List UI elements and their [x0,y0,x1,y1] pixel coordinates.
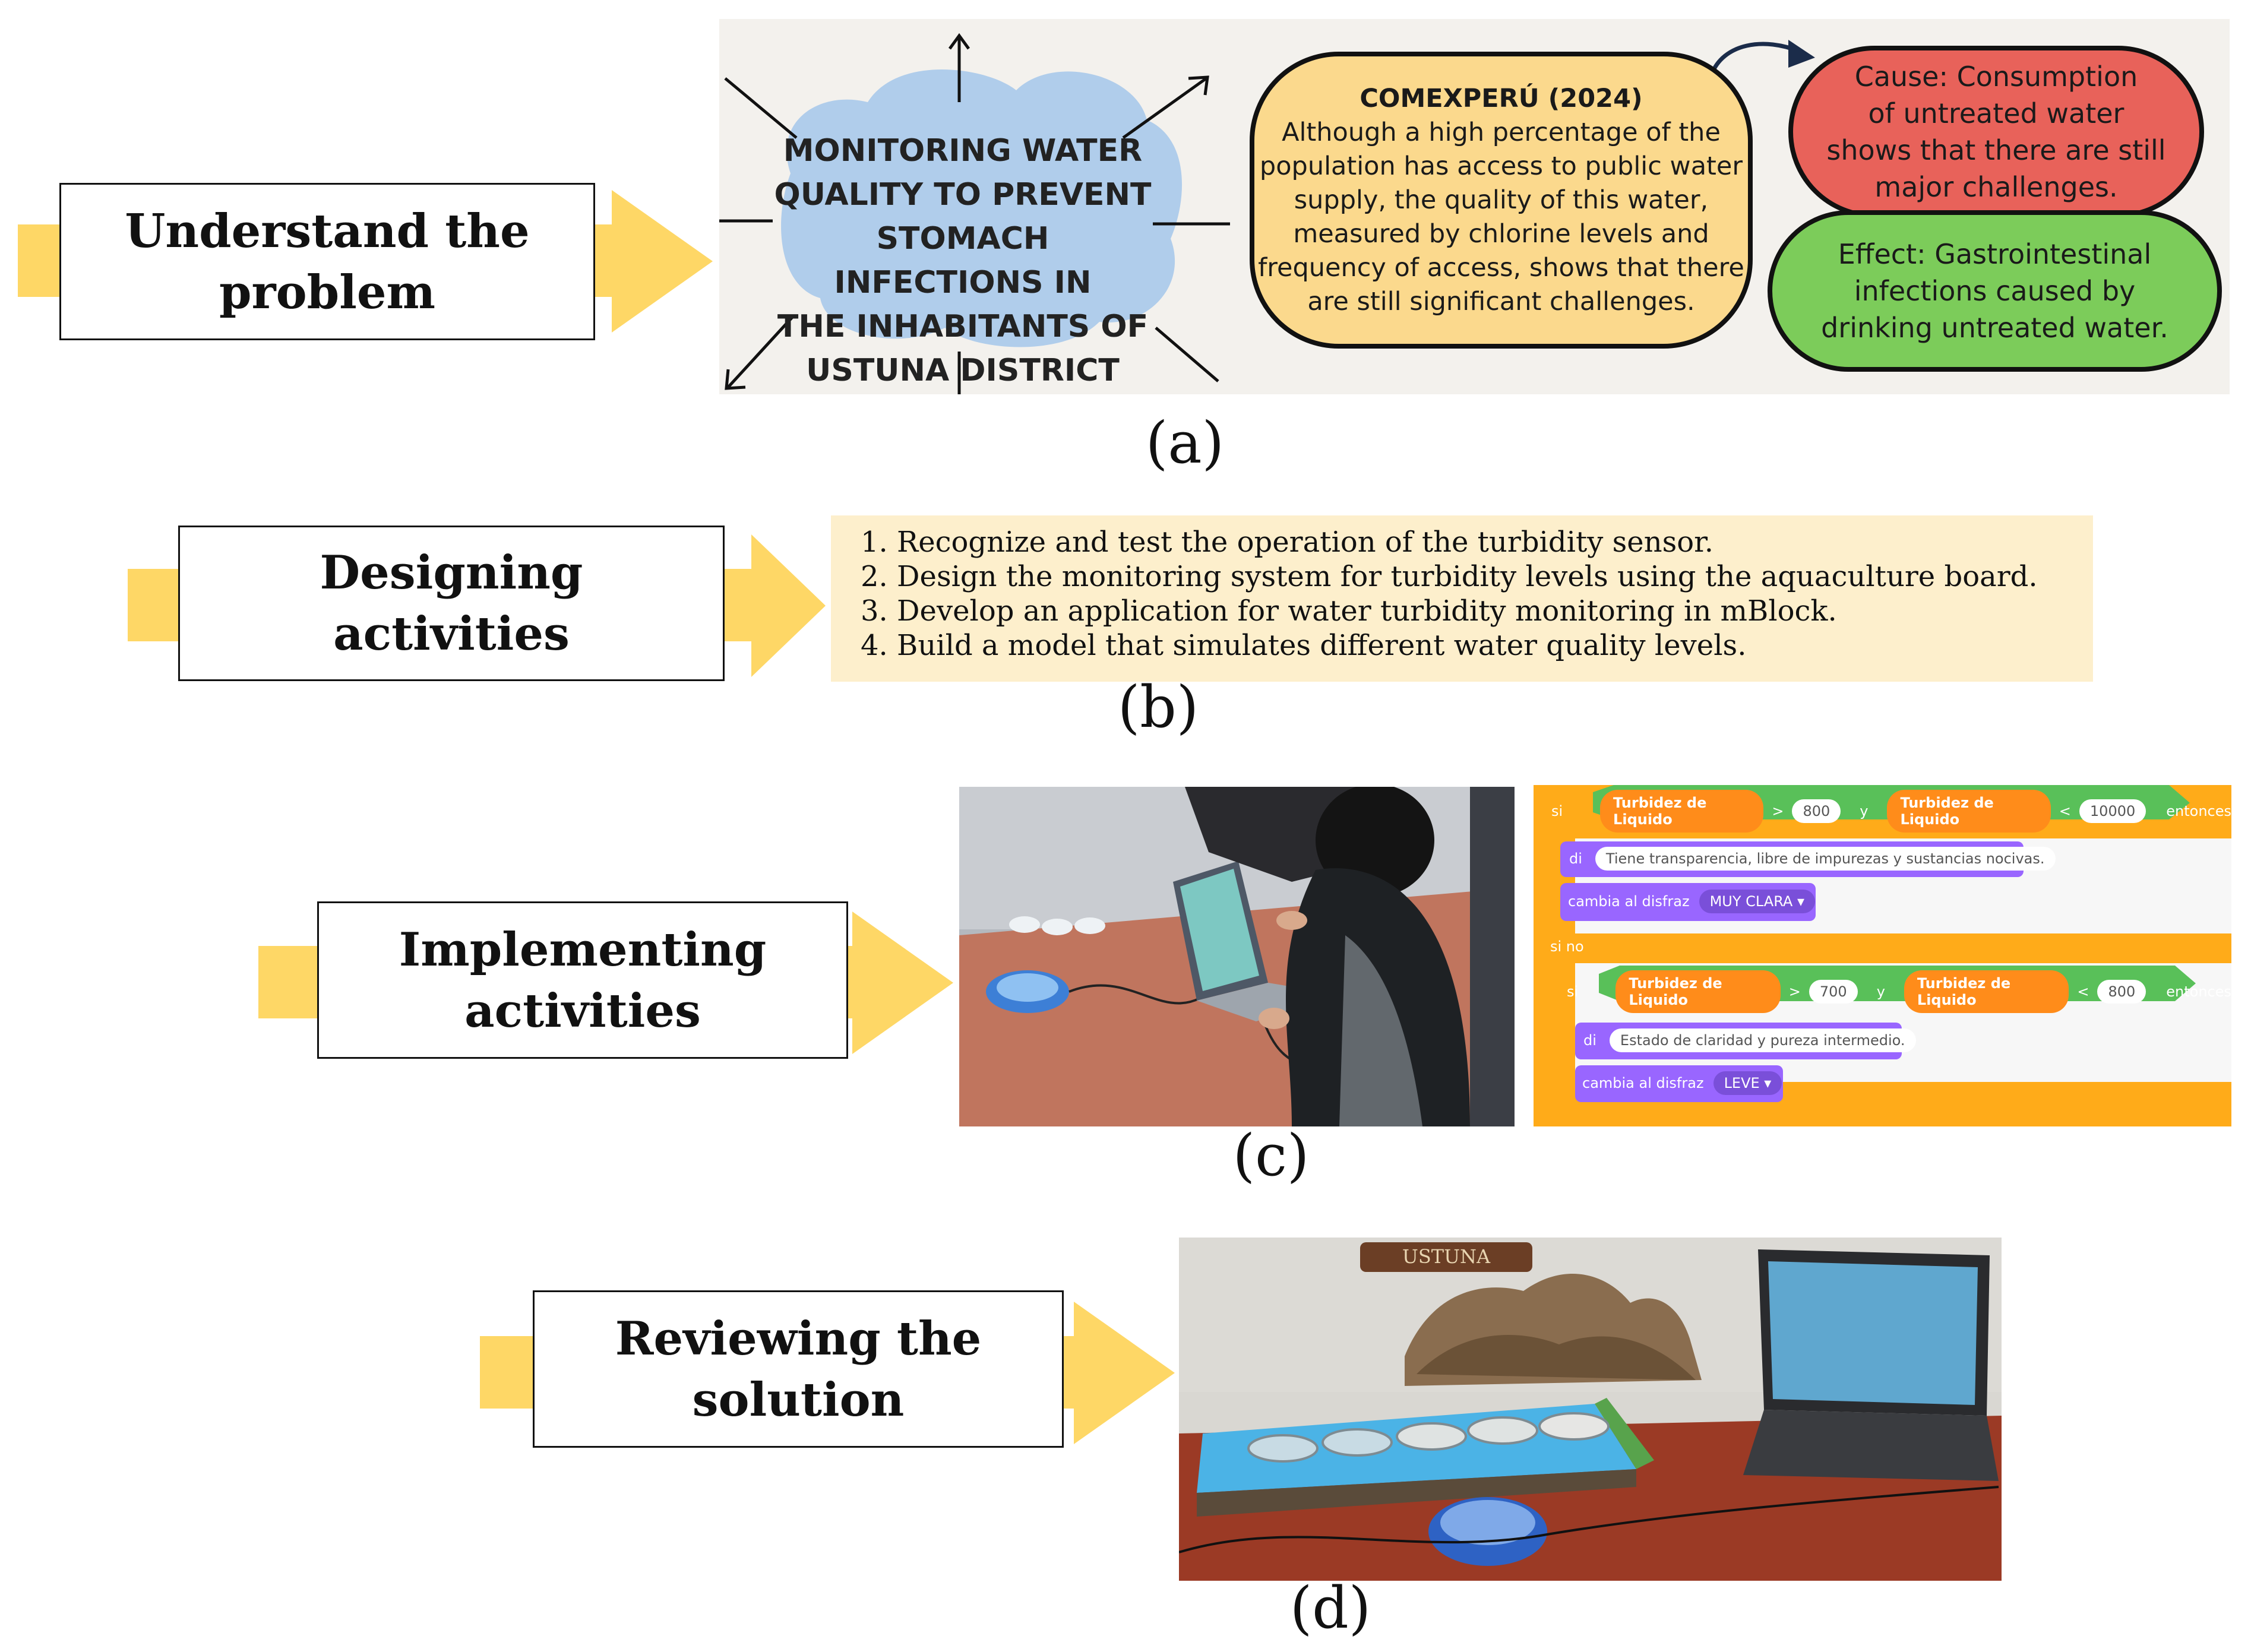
value-input: 10000 [2079,799,2146,823]
code-if-row-2: si Turbidez de Liquido > 700 y Turbidez … [1567,970,2231,1013]
list-item: 2. Design the monitoring system for turb… [861,560,2038,593]
caption-d: (d) [1289,1575,1371,1641]
costume-block-2: cambia al disfraz LEVE ▾ [1582,1071,1782,1095]
list-item: 1. Recognize and test the operation of t… [861,526,1714,559]
value-input: 800 [2097,980,2146,1004]
problem-map-graphics [719,33,1815,394]
costume-block-1: cambia al disfraz MUY CLARA ▾ [1568,890,1816,913]
else-label: si no [1550,938,1584,955]
list-item: 3. Develop an application for water turb… [861,594,1837,628]
students-photo-illustration [959,787,1515,1126]
code-if-row-1: si Turbidez de Liquido > 800 y Turbidez … [1551,790,2231,833]
costume-dropdown: LEVE ▾ [1713,1071,1782,1095]
say-block-1: di Tiene transparencia, libre de impurez… [1569,847,2056,871]
effect-bubble: Effect: Gastrointestinal infections caus… [1768,210,2222,372]
list-item: 4. Build a model that simulates differen… [861,629,1747,662]
model-sign-text: USTUNA [1402,1245,1491,1268]
students-photo [959,787,1515,1126]
say-text: Estado de claridad y pureza intermedio. [1609,1028,1916,1052]
costume-dropdown: MUY CLARA ▾ [1699,890,1816,913]
cause-bubble: Cause: Consumption of untreated water sh… [1788,46,2204,218]
sensor-block: Turbidez de Liquido [1600,790,1764,833]
say-text: Tiene transparencia, libre de impurezas … [1595,847,2056,871]
sensor-block: Turbidez de Liquido [1904,970,2069,1013]
design-activities-list: 1. Recognize and test the operation of t… [831,515,2093,682]
caption-b: (b) [1117,674,1199,740]
value-input: 700 [1809,980,1858,1004]
model-photo-illustration: USTUNA [1179,1238,2002,1581]
caption-a: (a) [1145,410,1225,476]
say-block-2: di Estado de claridad y pureza intermedi… [1583,1028,1916,1052]
problem-map-panel: MONITORING WATER QUALITY TO PREVENT STOM… [719,19,2230,394]
sensor-block: Turbidez de Liquido [1887,790,2051,833]
caption-c: (c) [1232,1122,1310,1189]
value-input: 800 [1792,799,1841,823]
mblock-code-screenshot: si Turbidez de Liquido > 800 y Turbidez … [1534,785,2231,1126]
source-bubble: COMEXPERÚ (2024) Although a high percent… [1250,52,1753,349]
problem-statement: MONITORING WATER QUALITY TO PREVENT STOM… [774,133,1152,388]
sensor-block: Turbidez de Liquido [1615,970,1781,1013]
water-quality-model-photo: USTUNA [1179,1238,2002,1581]
